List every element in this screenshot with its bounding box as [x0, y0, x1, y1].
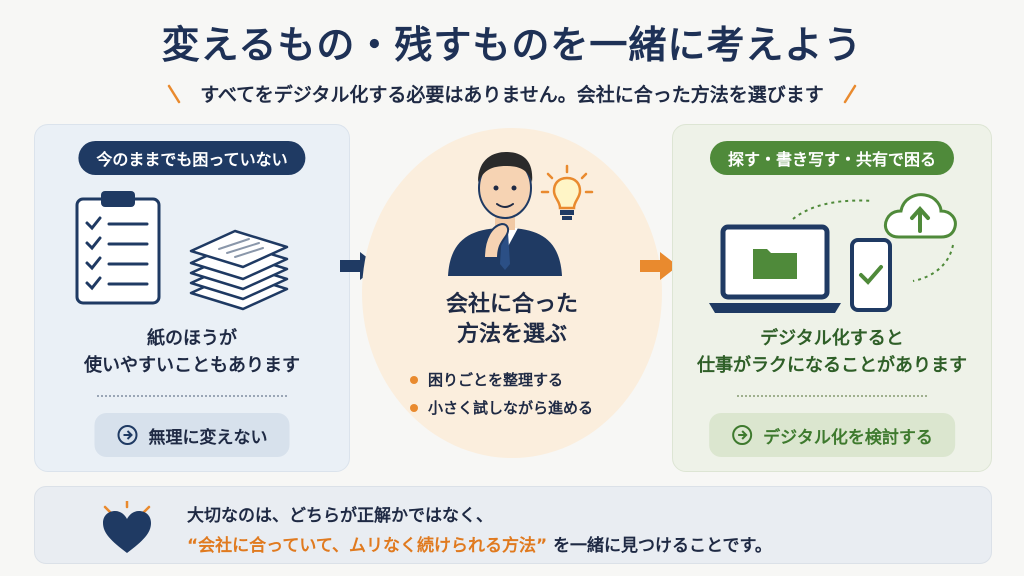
right-panel-pill: 探す・書き写す・共有で困る	[709, 141, 955, 175]
page-subtitle: すべてをデジタル化する必要はありません。会社に合った方法を選びます	[200, 84, 824, 106]
list-item: 小さく試しながら進める	[410, 394, 593, 422]
arrow-right-icon	[640, 252, 678, 280]
right-panel-text-line1: デジタル化すると	[760, 328, 904, 349]
arrow-circle-right-icon	[732, 425, 753, 445]
right-panel-text-line2: 仕事がラクになることがあります	[697, 355, 967, 376]
cloud-upload-icon	[884, 193, 957, 239]
keep-as-is-label: 無理に変えない	[148, 427, 268, 448]
sync-dotted-path-icon	[792, 199, 954, 282]
center-list: 困りごとを整理する 小さく試しながら進める	[410, 366, 593, 422]
left-panel-text-line1: 紙のほうが	[147, 328, 237, 349]
lightbulb-icon	[540, 164, 594, 220]
subtitle-row: すべてをデジタル化する必要はありません。会社に合った方法を選びます	[0, 80, 1024, 107]
center-title-line1: 会社に合った	[445, 292, 578, 317]
bullet-icon	[410, 376, 418, 384]
paper-stack-icon	[189, 229, 289, 311]
bottom-line1: 大切なのは、どちらが正解かではなく、	[187, 506, 493, 526]
consider-digital-button[interactable]: デジタル化を検討する	[709, 413, 955, 457]
list-item-text: 困りごとを整理する	[428, 371, 564, 389]
smartphone-check-icon	[850, 238, 892, 312]
left-panel-text: 紙のほうが 使いやすいこともあります	[35, 325, 349, 379]
bottom-quote: “会社に合っていて、ムリなく続けられる方法”	[187, 536, 548, 556]
bottom-message: 大切なのは、どちらが正解かではなく、 “会社に合っていて、ムリなく続けられる方法…	[34, 486, 992, 564]
list-item-text: 小さく試しながら進める	[428, 399, 594, 417]
center-title-line2: 方法を選ぶ	[456, 322, 567, 347]
center-title: 会社に合った 方法を選ぶ	[362, 290, 662, 350]
laptop-folder-icon	[709, 224, 841, 313]
accent-slash-right-icon	[843, 84, 857, 103]
accent-slash-left-icon	[167, 84, 181, 103]
bullet-icon	[410, 404, 418, 412]
bottom-line2: “会社に合っていて、ムリなく続けられる方法” を一緒に見つけることです。	[187, 531, 772, 556]
clipboard-checklist-icon	[75, 191, 161, 305]
right-panel-text: デジタル化すると 仕事がラクになることがあります	[673, 325, 991, 379]
left-panel-divider	[97, 395, 287, 397]
list-item: 困りごとを整理する	[410, 366, 593, 394]
bottom-line2-rest: を一緒に見つけることです。	[553, 536, 772, 556]
left-panel: 今のままでも困っていない 紙のほうが 使いやすいこともあります	[34, 124, 350, 472]
keep-as-is-button[interactable]: 無理に変えない	[94, 413, 290, 457]
right-panel: 探す・書き写す・共有で困る デジタル化すると 仕事がラクになることがあります デ…	[672, 124, 992, 472]
arrow-circle-right-icon	[117, 425, 138, 445]
left-panel-text-line2: 使いやすいこともあります	[84, 355, 300, 376]
right-panel-divider	[737, 395, 927, 397]
consider-digital-label: デジタル化を検討する	[763, 427, 933, 448]
page-title: 変えるもの・残すものを一緒に考えよう	[161, 23, 863, 67]
left-panel-pill: 今のままでも困っていない	[78, 141, 306, 175]
businessman-thinking-icon	[448, 152, 562, 276]
heart-icon	[103, 501, 151, 553]
